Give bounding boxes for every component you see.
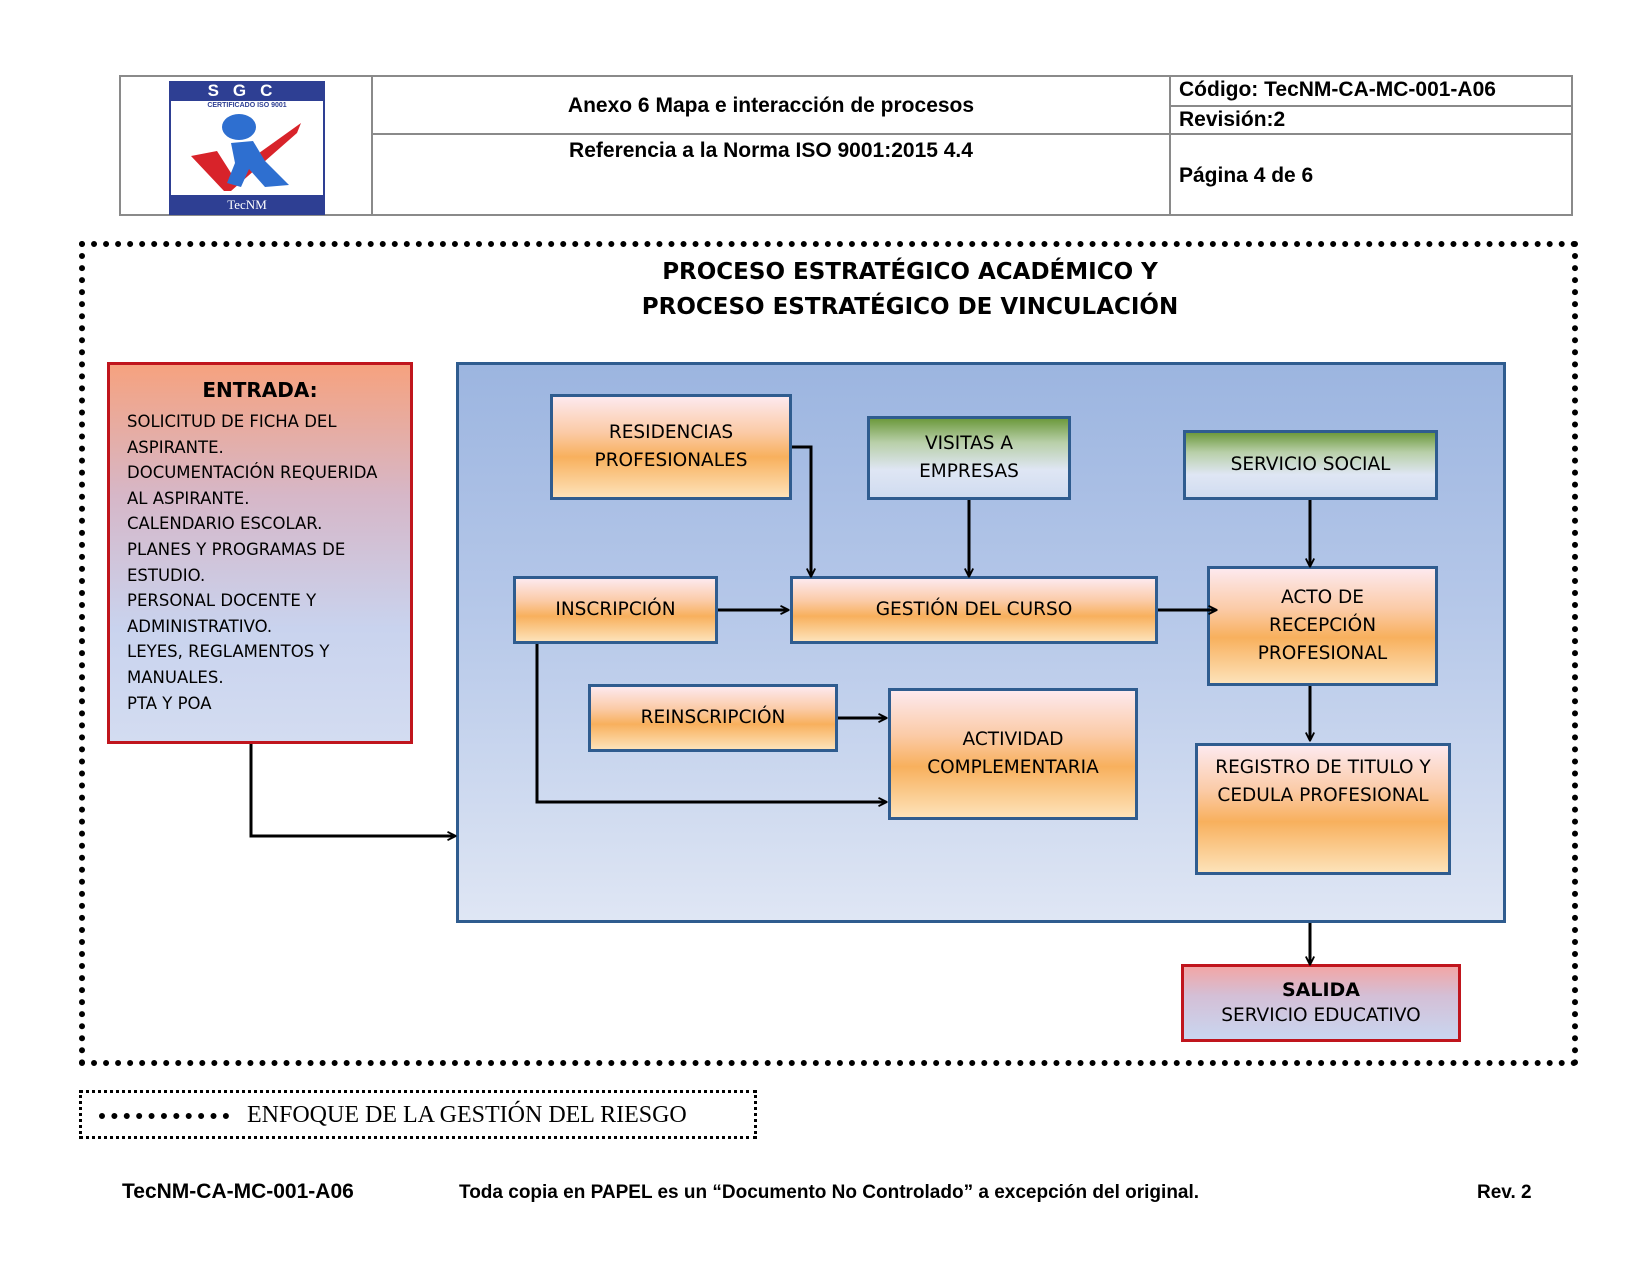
input-list: SOLICITUD DE FICHA DEL ASPIRANTE. DOCUME… xyxy=(127,409,407,716)
document-title: Anexo 6 Mapa e interacción de procesos xyxy=(567,94,975,117)
input-line: ESTUDIO. xyxy=(127,565,206,585)
input-line: DOCUMENTACIÓN REQUERIDA xyxy=(127,463,378,483)
input-line: PERSONAL DOCENTE Y xyxy=(127,591,317,611)
header-divider xyxy=(371,133,1573,135)
input-box: ENTRADA: SOLICITUD DE FICHA DEL ASPIRANT… xyxy=(107,362,413,744)
box-inscripcion: INSCRIPCIÓN xyxy=(513,576,718,644)
document-code: Código: TecNM-CA-MC-001-A06 xyxy=(1179,78,1496,101)
diagram-title-line-2: PROCESO ESTRATÉGICO DE VINCULACIÓN xyxy=(641,294,1179,320)
header-divider xyxy=(1171,105,1573,107)
diagram-title-line-1: PROCESO ESTRATÉGICO ACADÉMICO Y xyxy=(662,259,1158,285)
input-line: PLANES Y PROGRAMAS DE xyxy=(127,539,346,559)
input-line: ASPIRANTE. xyxy=(127,437,224,457)
input-line: CALENDARIO ESCOLAR. xyxy=(127,514,323,534)
footer-code: TecNM-CA-MC-001-A06 xyxy=(122,1180,354,1203)
input-line: AL ASPIRANTE. xyxy=(127,488,250,508)
box-servicio-social: SERVICIO SOCIAL xyxy=(1183,430,1438,500)
legend-box: ENFOQUE DE LA GESTIÓN DEL RIESGO xyxy=(79,1090,757,1139)
header-divider xyxy=(371,77,373,214)
input-line: SOLICITUD DE FICHA DEL xyxy=(127,412,337,431)
box-reinscripcion: REINSCRIPCIÓN xyxy=(588,684,838,752)
output-heading: SALIDA xyxy=(1281,979,1361,1001)
dotted-line-legend-icon xyxy=(99,1113,229,1119)
risk-management-frame xyxy=(79,241,1578,1066)
footer-notice: Toda copia en PAPEL es un “Documento No … xyxy=(459,1182,1200,1203)
document-header: SGC CERTIFICADO ISO 9001 TecNM Anexo 6 M… xyxy=(119,75,1573,216)
header-divider xyxy=(1169,77,1171,214)
input-line: ADMINISTRATIVO. xyxy=(127,616,273,636)
sgc-tecnm-logo: SGC CERTIFICADO ISO 9001 TecNM xyxy=(169,81,325,215)
output-text: SERVICIO EDUCATIVO xyxy=(1221,1005,1421,1026)
footer-revision: Rev. 2 xyxy=(1477,1182,1532,1203)
input-line: PTA Y POA xyxy=(127,693,212,713)
legend-label: ENFOQUE DE LA GESTIÓN DEL RIESGO xyxy=(247,1102,687,1128)
box-gestion-del-curso: GESTIÓN DEL CURSO xyxy=(790,576,1158,644)
page-number: Página 4 de 6 xyxy=(1179,164,1314,187)
checkmark-figure-icon xyxy=(191,114,301,191)
input-heading: ENTRADA: xyxy=(202,378,318,402)
input-line: LEYES, REGLAMENTOS Y xyxy=(127,642,330,662)
norm-reference: Referencia a la Norma ISO 9001:2015 4.4 xyxy=(569,139,973,162)
revision-number: Revisión:2 xyxy=(1179,108,1286,131)
output-box: SALIDA SERVICIO EDUCATIVO xyxy=(1181,964,1461,1042)
input-line: MANUALES. xyxy=(127,667,224,687)
